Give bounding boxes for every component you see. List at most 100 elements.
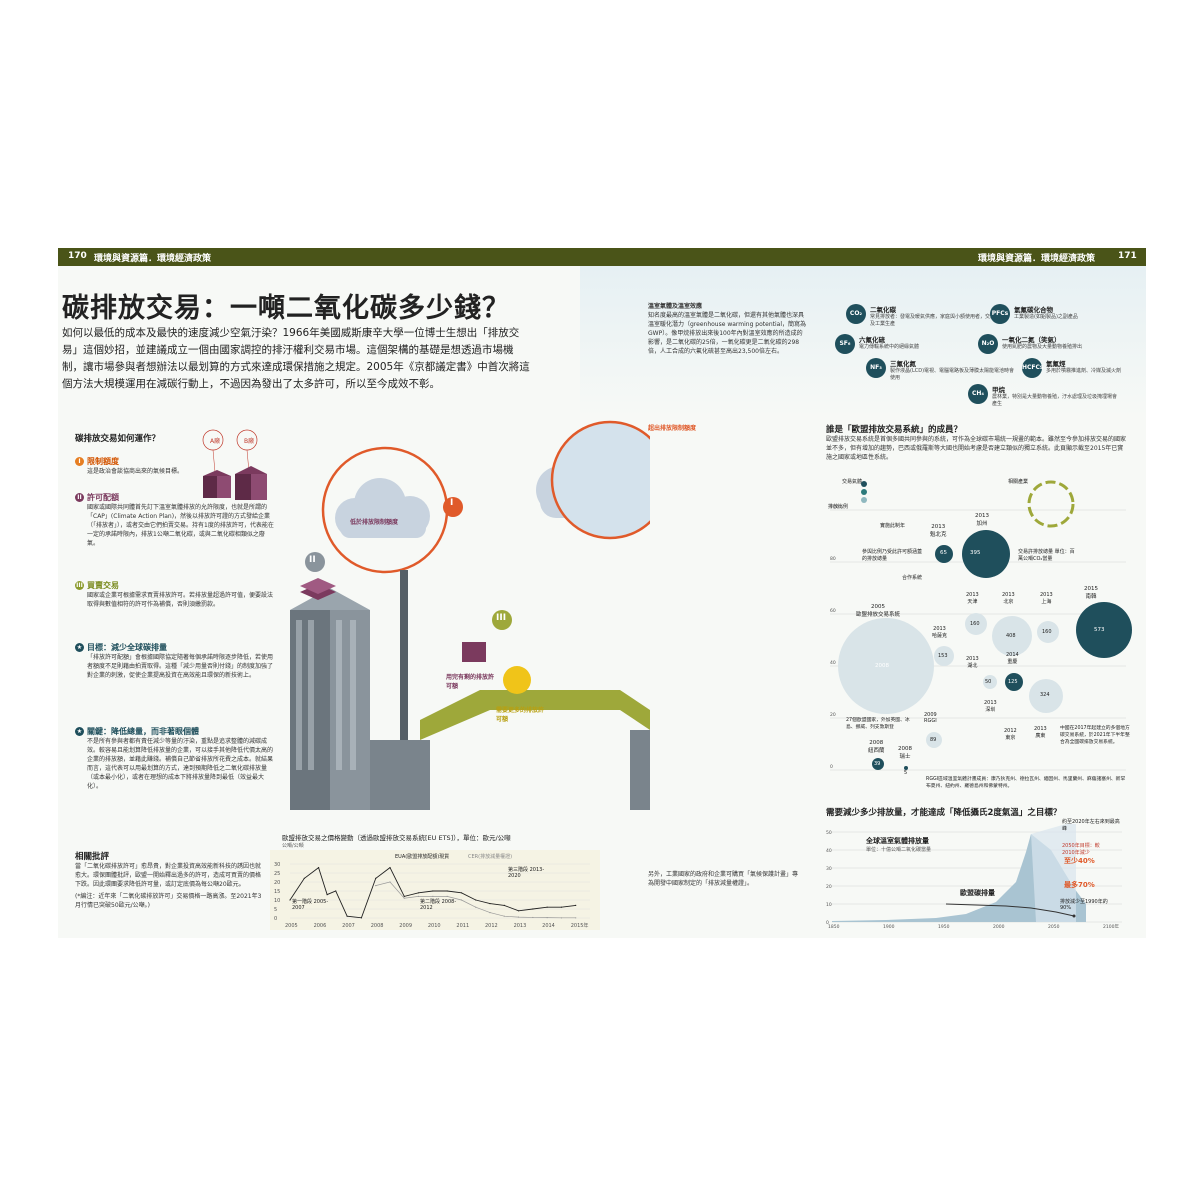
target-2050-label: 2050年目標：較2010年減少 [1062, 843, 1100, 856]
price-y-tick: 20 [274, 880, 280, 886]
eua-point [446, 890, 448, 892]
section-title-left: 環境與資源篇．環境經濟政策 [94, 254, 212, 264]
critique-heading: 相關批評 [75, 852, 110, 862]
gas-nf3: NF₃ 三氟化氮製作液晶(LCD)電視、電腦電路板及薄膜太陽能電池時會使用 [866, 358, 1016, 382]
cer-point [432, 895, 434, 897]
pfcs-icon: PFCs [990, 304, 1010, 324]
bubble-value-rggi: 89 [930, 737, 937, 743]
price-y-tick: 0 [274, 916, 277, 922]
bubble-value-chongqing: 125 [1008, 679, 1018, 685]
eua-point [317, 867, 320, 869]
price-chart-title: 歐盟排放交易之價格變動（透過歐盟排放交易系統[EU ETS]），單位：歐元/公噸 [282, 834, 511, 842]
step-2-badge: II [75, 493, 84, 502]
peak-label: 約至2020年左右來到最高峰 [1062, 819, 1120, 832]
step-1-text: 這是政治會談協商出來的氣候目標。 [87, 468, 184, 475]
bubble-value-korea: 573 [1094, 627, 1105, 633]
cer-point [503, 915, 505, 917]
bubble-value-beijing: 408 [1006, 633, 1016, 639]
ch4-icon: CH₄ [968, 384, 988, 404]
step-goal: ★目標：減少全球碳排量 「排放許可配額」會根據國際協定隨著每個承諾時限逐步降低，… [75, 642, 275, 680]
note-share: 參與比例乃受此許可額涵蓋的排放總量 [862, 549, 923, 562]
reduction-x-tick: 2100年 [1103, 923, 1119, 928]
reduction-y-tick: 20 [826, 884, 832, 890]
reduction-x-tick: 2000 [993, 924, 1005, 928]
gas-n2o: N₂O 一氧化二氮（笑氣）使用氮肥的農物及大量動物養殖排出 [978, 334, 1128, 354]
step-key: ★關鍵：降低總量，而非著眼個體 不是所有參與者都有責任減少等量的汙染，重點是追求… [75, 726, 275, 791]
members-text: 歐盟排放交易系統是首個多國共同參與的系統，可作為全球碳市場統一規畫的範本。雖然至… [826, 436, 1127, 461]
eua-point [432, 890, 434, 892]
key-star-icon: ★ [75, 727, 84, 736]
page-title: 碳排放交易：一噸二氧化碳多少錢？ [62, 293, 510, 324]
illus-num-ii: II [309, 555, 316, 565]
members-y-tick: 80 [830, 556, 836, 562]
cer-point [560, 917, 563, 919]
price-chart-footer: 另外，工業國家的政府和企業可購買「氣候保護計畫」專為開發中國家制定的「排放減量權… [648, 871, 799, 887]
goal-star-icon: ★ [75, 643, 84, 652]
price-x-tick: 2007 [342, 923, 355, 929]
hcfcs-icon: HCFCs [1022, 358, 1044, 378]
members-y-tick: 60 [830, 608, 836, 614]
cer-point [446, 895, 448, 897]
step-2-title: 許可配額 [87, 493, 119, 502]
critique-note: (*編注：近年來「二氧化碳排放許可」交易價格一路高漲。至2021年3月行情已突破… [75, 893, 262, 909]
co2-icon: CO₂ [846, 304, 866, 324]
reduction-x-tick: 1900 [883, 924, 895, 928]
factory-b-label: B廠 [244, 438, 255, 445]
step-2-text: 國家或國際共同體首先訂下溫室氣體排放的允許限度，也就是所謂的「CAP」(Clim… [87, 504, 274, 547]
bubble-value-guangdong: 324 [1040, 692, 1050, 698]
right-cloud-label: 超出排放限制額度 [648, 425, 697, 432]
price-x-tick: 2012 [485, 923, 498, 929]
eua-point [417, 892, 420, 894]
reduction-y-tick: 0 [826, 920, 829, 926]
step-1-badge: I [75, 457, 84, 466]
eu-emissions-label: 歐盟碳排量 [960, 889, 995, 897]
factory-a-label: A廠 [210, 438, 221, 445]
cer-point [417, 895, 420, 897]
eua-point [335, 890, 337, 892]
members-y-tick: 40 [830, 660, 836, 666]
cer-point [517, 916, 520, 918]
note-ratio: 實施此制年 [880, 523, 906, 529]
members-y-tick: 0 [830, 764, 833, 770]
eua-point [560, 906, 563, 908]
reduction-x-tick: 1950 [938, 924, 950, 928]
reduction-chart-title: 全球溫室氣體排放量 [866, 837, 929, 845]
gas-pfcs: PFCs 氫氟碳化合物工業製造(如鋁製品)之副產品 [990, 304, 1140, 324]
cer-point [403, 897, 405, 899]
step-goal-text: 「排放許可配額」會根據國際協定隨著每個承諾時限逐步降低，若使用者額度不足則藉由拍… [87, 654, 274, 679]
page-number-right: 171 [1118, 251, 1137, 261]
price-x-tick: 2006 [314, 923, 327, 929]
price-y-tick: 25 [274, 871, 280, 877]
gas-sf6: SF₆ 六氟化硫電力傳輸系統中的絕緣氣體 [835, 334, 985, 354]
members-y-tick: 20 [830, 712, 836, 718]
price-y-tick: 10 [274, 898, 280, 904]
cer-point [460, 899, 463, 901]
eua-point [503, 904, 505, 906]
price-x-tick: 2015年 [571, 922, 589, 929]
page-header: 170 環境與資源篇．環境經濟政策 環境與資源篇．環境經濟政策 171 [58, 248, 1146, 266]
step-1-title: 限制額度 [87, 457, 119, 466]
cer-point [546, 917, 548, 919]
eua-point [489, 903, 491, 905]
bubble-value-quebec: 65 [940, 550, 947, 556]
critique-box: 相關批評 當「二氧化碳排放許可」愈昂貴，對企業投資高效能新科技的誘因也就愈大。環… [75, 850, 265, 910]
step-goal-title: 目標：減少全球碳排量 [87, 643, 167, 652]
members-box: 誰是「歐盟排放交易系統」的成員？ 歐盟排放交易系統是首個多國共同參與的系統，可作… [826, 423, 1126, 462]
nf3-icon: NF₃ [866, 358, 886, 378]
note-rggi: RGGI區域溫室氣體計畫成員：康乃狄克州、德拉瓦州、緬因州、馬里蘭州、麻薩諸塞州… [926, 777, 1126, 789]
eua-point [360, 917, 363, 919]
members-y-tick: 100% [830, 504, 844, 510]
factory-ab-icon [202, 429, 267, 500]
cer-point [375, 885, 377, 887]
eua-point [375, 877, 377, 879]
legend-cer: CER(排放減量權證) [468, 854, 513, 860]
